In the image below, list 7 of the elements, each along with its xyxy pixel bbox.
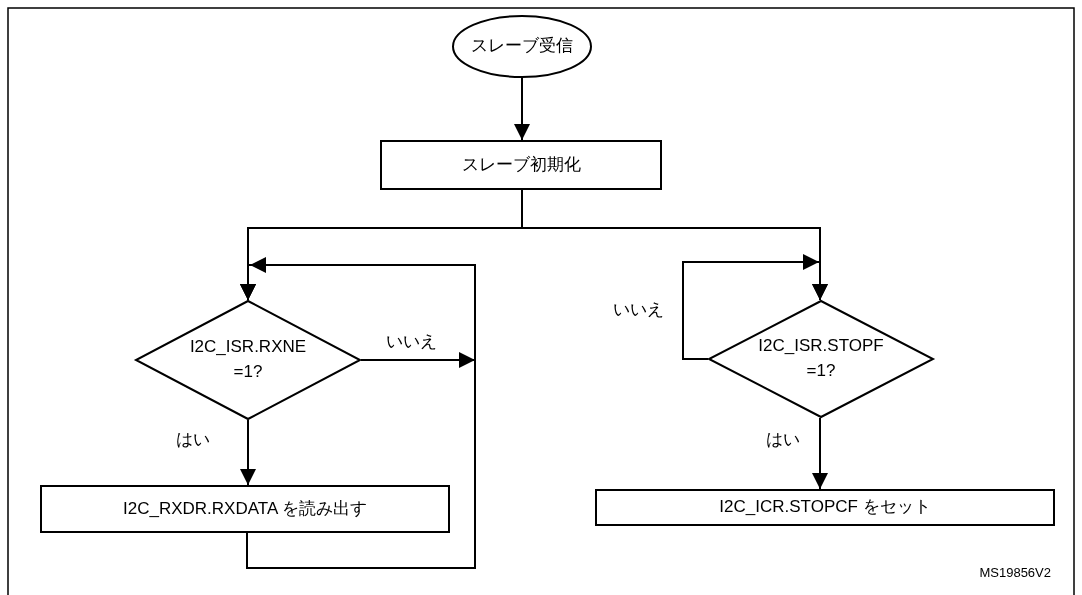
decision-diamond: I2C_ISR.STOPF =1? bbox=[708, 300, 934, 418]
figure-id: MS19856V2 bbox=[978, 565, 1052, 580]
decision-diamond: I2C_ISR.RXNE =1? bbox=[135, 300, 361, 420]
process-box: I2C_ICR.STOPCF をセット bbox=[595, 489, 1055, 526]
process-box: スレーブ初期化 bbox=[380, 140, 662, 190]
process-box: I2C_RXDR.RXDATA を読み出す bbox=[40, 485, 450, 533]
start-ellipse: スレーブ受信 bbox=[452, 15, 592, 78]
